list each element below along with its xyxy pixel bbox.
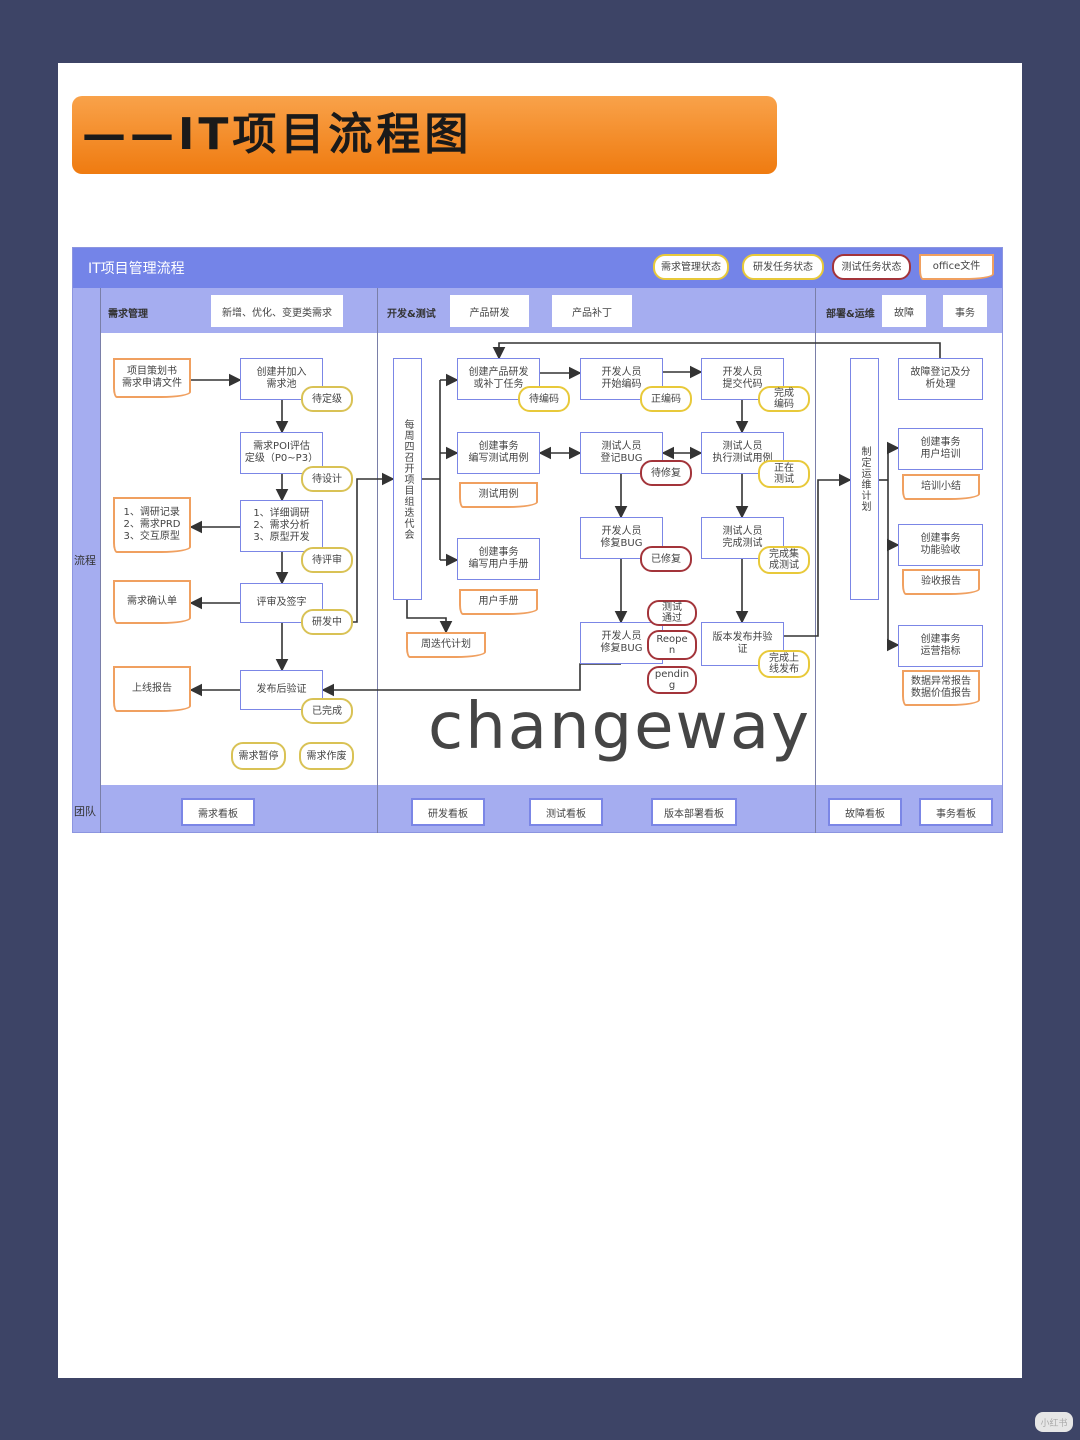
doc-req-confirm: 需求确认单 (113, 580, 191, 624)
row-label-team: 团队 (74, 805, 96, 818)
lane-dev-type: 产品研发 (450, 295, 529, 327)
lane-dev-label: 开发&测试 (387, 309, 436, 320)
row-label-flow: 流程 (74, 554, 96, 567)
board-fault[interactable]: 故障看板 (828, 798, 902, 826)
status-tag: 待评审 (301, 547, 353, 573)
doc-testcases: 测试用例 (459, 482, 538, 508)
lane-ops-type: 事务 (943, 295, 987, 327)
diagram-frame (72, 247, 1003, 833)
legend-test-status: 测试任务状态 (832, 254, 911, 280)
status-tag: 已完成 (301, 698, 353, 724)
step-ops-plan: 制定运维计划 (850, 358, 879, 600)
step-write-manual: 创建事务 编写用户手册 (457, 538, 540, 580)
divider (377, 288, 378, 833)
step-acceptance: 创建事务 功能验收 (898, 524, 983, 566)
legend-req-status: 需求管理状态 (653, 254, 729, 280)
watermark: changeway (428, 690, 811, 764)
board-requirements[interactable]: 需求看板 (181, 798, 255, 826)
status-tag: Reope n (647, 630, 697, 660)
divider (100, 288, 101, 833)
xiaohongshu-badge: 小红书 (1035, 1412, 1073, 1432)
status-tag: 待定级 (301, 386, 353, 412)
status-tag: 正编码 (640, 386, 692, 412)
step-ops-metrics: 创建事务 运营指标 (898, 625, 983, 667)
status-tag: 完成集 成测试 (758, 546, 810, 574)
status-tag-paused: 需求暂停 (231, 742, 286, 770)
lane-ops-type: 故障 (882, 295, 926, 327)
diagram-title: IT项目管理流程 (88, 261, 185, 277)
status-tag: 待设计 (301, 466, 353, 492)
lane-ops-label: 部署&运维 (826, 309, 875, 320)
lane-req-type: 新增、优化、变更类需求 (211, 295, 343, 327)
doc-project-plan: 项目策划书 需求申请文件 (113, 358, 191, 398)
row-label-column (72, 333, 100, 785)
board-deploy[interactable]: 版本部署看板 (651, 798, 737, 826)
step-weekly-meeting: 每周四召开项目组迭代会 (393, 358, 422, 600)
divider (815, 288, 816, 833)
doc-release-report: 上线报告 (113, 666, 191, 712)
legend-office-file: office文件 (919, 254, 994, 280)
status-tag: 待编码 (518, 386, 570, 412)
doc-user-manual: 用户手册 (459, 589, 538, 615)
status-tag-cancelled: 需求作废 (299, 742, 354, 770)
doc-data-reports: 数据异常报告 数据价值报告 (902, 670, 980, 706)
step-req-research: 1、详细调研 2、需求分析 3、原型开发 (240, 500, 323, 552)
board-affairs[interactable]: 事务看板 (919, 798, 993, 826)
status-tag: 测试 通过 (647, 600, 697, 626)
legend-dev-status: 研发任务状态 (742, 254, 824, 280)
step-fault-handling: 故障登记及分 析处理 (898, 358, 983, 400)
doc-iteration-plan: 周迭代计划 (406, 632, 486, 658)
banner-title: ——IT项目流程图 (72, 96, 777, 174)
status-tag: pendin g (647, 666, 697, 694)
doc-acceptance-report: 验收报告 (902, 569, 980, 595)
step-user-training: 创建事务 用户培训 (898, 428, 983, 470)
step-review-sign: 评审及签字 (240, 583, 323, 623)
lane-dev-type: 产品补丁 (552, 295, 632, 327)
step-write-testcases: 创建事务 编写测试用例 (457, 432, 540, 474)
status-tag: 待修复 (640, 460, 692, 486)
status-tag: 正在 测试 (758, 460, 810, 488)
status-tag: 研发中 (301, 609, 353, 635)
lane-req-label: 需求管理 (108, 309, 148, 320)
status-tag: 完成 编码 (758, 386, 810, 412)
status-tag: 完成上 线发布 (758, 650, 810, 678)
doc-research-output: 1、调研记录 2、需求PRD 3、交互原型 (113, 497, 191, 553)
board-test[interactable]: 测试看板 (529, 798, 603, 826)
status-tag: 已修复 (640, 546, 692, 572)
doc-training-summary: 培训小结 (902, 474, 980, 500)
board-dev[interactable]: 研发看板 (411, 798, 485, 826)
